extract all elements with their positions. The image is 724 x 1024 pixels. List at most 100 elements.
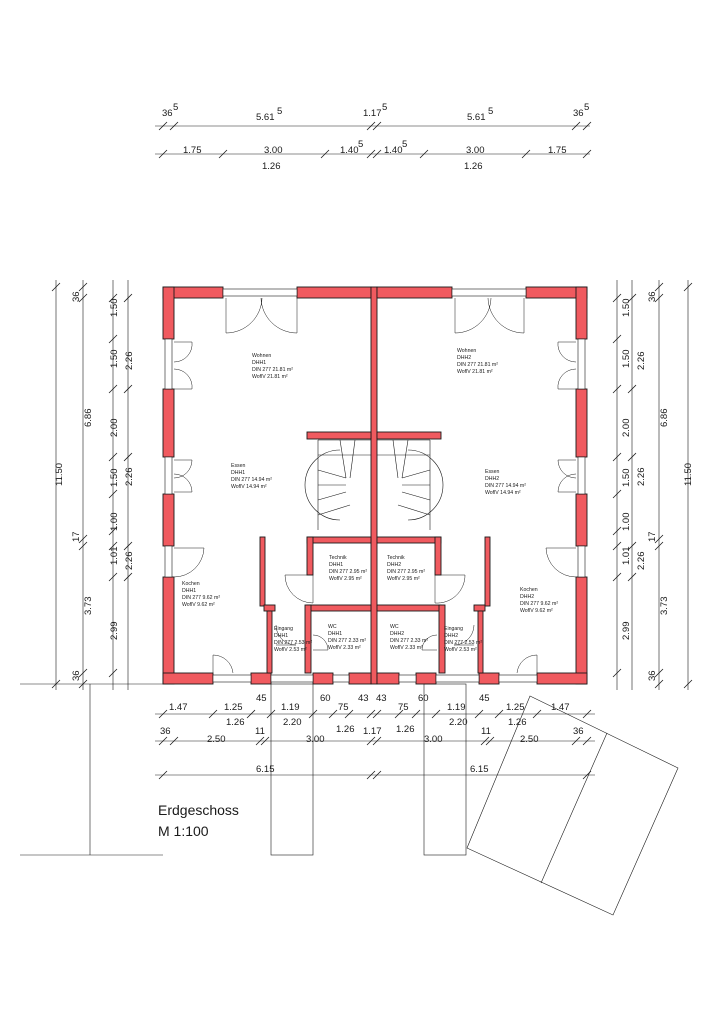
- dimension-tick: [474, 709, 484, 719]
- dim-right-in2-226c: 2.26: [636, 552, 647, 571]
- svg-text:WC: WC: [328, 624, 337, 630]
- room-label-kochen-dhh1: Kochen DHH1 DIN 277 9.62 m² WoflV 9.62 m…: [182, 581, 220, 608]
- dimension-tick: [612, 489, 622, 499]
- dim-top2-126-left: 1.26: [262, 161, 281, 172]
- dimension-tick: [654, 541, 664, 551]
- dimension-tick: [582, 736, 592, 746]
- svg-text:Essen: Essen: [485, 469, 500, 475]
- dim-right-36-top: 36: [647, 291, 658, 302]
- svg-text:WoflV 2.33 m²: WoflV 2.33 m²: [328, 645, 361, 651]
- dim-top-561-left-sup: 5: [277, 106, 282, 117]
- dimension-tick: [366, 709, 376, 719]
- drawing-title: Erdgeschoss M 1:100: [158, 802, 239, 839]
- room-label-wohnen-dhh2: Wohnen DHH2 DIN 277 21.81 m² WoflV 21.81…: [457, 348, 498, 375]
- dim-right-in2-226a: 2.26: [636, 352, 647, 371]
- svg-text:WoflV 2.33 m²: WoflV 2.33 m²: [390, 645, 423, 651]
- svg-text:WoflV 21.81 m²: WoflV 21.81 m²: [457, 369, 493, 375]
- dim-right-36-bottom: 36: [647, 670, 658, 681]
- dimension-tick: [627, 293, 637, 303]
- dimension-tick: [372, 736, 382, 746]
- svg-text:DIN 277 21.81 m²: DIN 277 21.81 m²: [252, 367, 293, 373]
- dim-top-36-right-sup: 5: [584, 102, 589, 113]
- dimension-tick: [78, 668, 88, 678]
- dimension-tick: [582, 149, 592, 159]
- dimension-tick: [108, 293, 118, 303]
- dimension-tick: [108, 452, 118, 462]
- room-label-eingang-dhh2: Eingang DHH2 DIN 277 2.53 m² WoflV 2.53 …: [444, 626, 482, 653]
- dim-top-36-left-sup: 5: [173, 102, 178, 113]
- svg-text:Wohnen: Wohnen: [457, 348, 476, 354]
- dimension-tick: [627, 384, 637, 394]
- dim-left-in2-226a: 2.26: [124, 352, 135, 371]
- dimension-tick: [158, 709, 168, 719]
- dim-b1-119-right: 1.19: [447, 702, 466, 713]
- dim-left-36-bottom: 36: [71, 670, 82, 681]
- dimension-tick: [169, 121, 179, 131]
- dim-top2-140-left: 1.40: [340, 145, 359, 156]
- dimension-tick: [78, 679, 88, 689]
- dim-left-in2-226c: 2.26: [124, 552, 135, 571]
- dim-b1-119-left: 1.19: [281, 702, 300, 713]
- svg-text:WoflV 9.62 m²: WoflV 9.62 m²: [182, 602, 215, 608]
- dim-b1-75-right: 75: [398, 702, 409, 713]
- dim-b2-36-right: 36: [573, 726, 584, 737]
- stair-right: [377, 439, 444, 530]
- dim-top-561-right-sup: 5: [488, 106, 493, 117]
- dim-b2-300-left: 3.00: [306, 734, 325, 745]
- room-label-essen-dhh2: Essen DHH2 DIN 277 14.94 m² WoflV 14.94 …: [485, 469, 526, 496]
- dim-right-in-150a: 1.50: [621, 299, 632, 318]
- dimension-tick: [78, 293, 88, 303]
- dim-top2-175-left: 1.75: [183, 145, 202, 156]
- dim-left-in-150a: 1.50: [109, 299, 120, 318]
- dimension-tick: [431, 709, 441, 719]
- svg-text:WoflV 2.53 m²: WoflV 2.53 m²: [274, 647, 307, 653]
- svg-text:DIN 277 2.53 m²: DIN 277 2.53 m²: [274, 640, 312, 646]
- dimension-tick: [612, 293, 622, 303]
- svg-text:DHH1: DHH1: [231, 470, 245, 476]
- dimension-tick: [372, 770, 382, 780]
- dimension-tick: [612, 668, 622, 678]
- room-label-wohnen-dhh1: Wohnen DHH1 DIN 277 21.81 m² WoflV 21.81…: [252, 353, 293, 380]
- svg-text:DIN 277 14.94 m²: DIN 277 14.94 m²: [231, 477, 272, 483]
- dimension-tick: [123, 293, 133, 303]
- dim-top2-300-left: 3.00: [264, 145, 283, 156]
- dimension-tick: [366, 121, 376, 131]
- dimension-tick: [108, 489, 118, 499]
- dim-left-36-top: 36: [71, 291, 82, 302]
- dim-b1-45-left: 45: [256, 693, 267, 704]
- dim-top-561-left: 5.61: [256, 112, 275, 123]
- svg-text:Technik: Technik: [387, 555, 405, 561]
- svg-text:Eingang: Eingang: [444, 626, 463, 632]
- dim-right-373: 3.73: [659, 597, 670, 616]
- svg-text:DIN 277 2.95 m²: DIN 277 2.95 m²: [387, 569, 425, 575]
- svg-text:DIN 277 2.95 m²: DIN 277 2.95 m²: [329, 569, 367, 575]
- room-label-kochen-dhh2: Kochen DHH2 DIN 277 9.62 m² WoflV 9.62 m…: [520, 587, 558, 614]
- dimension-tick: [123, 384, 133, 394]
- dimension-tick: [158, 121, 168, 131]
- dim-right-in-299: 2.99: [621, 622, 632, 641]
- dim-top-36-right: 36: [573, 108, 584, 119]
- svg-text:DHH2: DHH2: [444, 633, 458, 639]
- dim-left-in-100: 1.00: [109, 513, 120, 532]
- dimension-tick: [411, 709, 421, 719]
- dim-right-in-150b: 1.50: [621, 350, 632, 369]
- dimension-tick: [108, 541, 118, 551]
- dimension-tick: [328, 709, 338, 719]
- room-label-wc-dhh2: WC DHH2 DIN 277 2.33 m² WoflV 2.33 m²: [390, 624, 428, 651]
- svg-text:WC: WC: [390, 624, 399, 630]
- dim-right-in-200: 2.00: [621, 419, 632, 438]
- dimension-tick: [654, 679, 664, 689]
- dim-b1-125-left: 1.25: [224, 702, 243, 713]
- dimension-tick: [108, 384, 118, 394]
- dimension-tick: [158, 770, 168, 780]
- dim-right-in-101: 1.01: [621, 547, 632, 566]
- dimension-tick: [372, 121, 382, 131]
- dim-b1-45-right: 45: [479, 693, 490, 704]
- dim-b1-147-left: 1.47: [169, 702, 188, 713]
- room-label-essen-dhh1: Essen DHH1 DIN 277 14.94 m² WoflV 14.94 …: [231, 463, 272, 490]
- dimension-tick: [78, 534, 88, 544]
- dim-b1-75-left: 75: [338, 702, 349, 713]
- svg-text:DHH2: DHH2: [387, 562, 401, 568]
- svg-text:WoflV 21.81 m²: WoflV 21.81 m²: [252, 374, 288, 380]
- dimension-tick: [320, 149, 330, 159]
